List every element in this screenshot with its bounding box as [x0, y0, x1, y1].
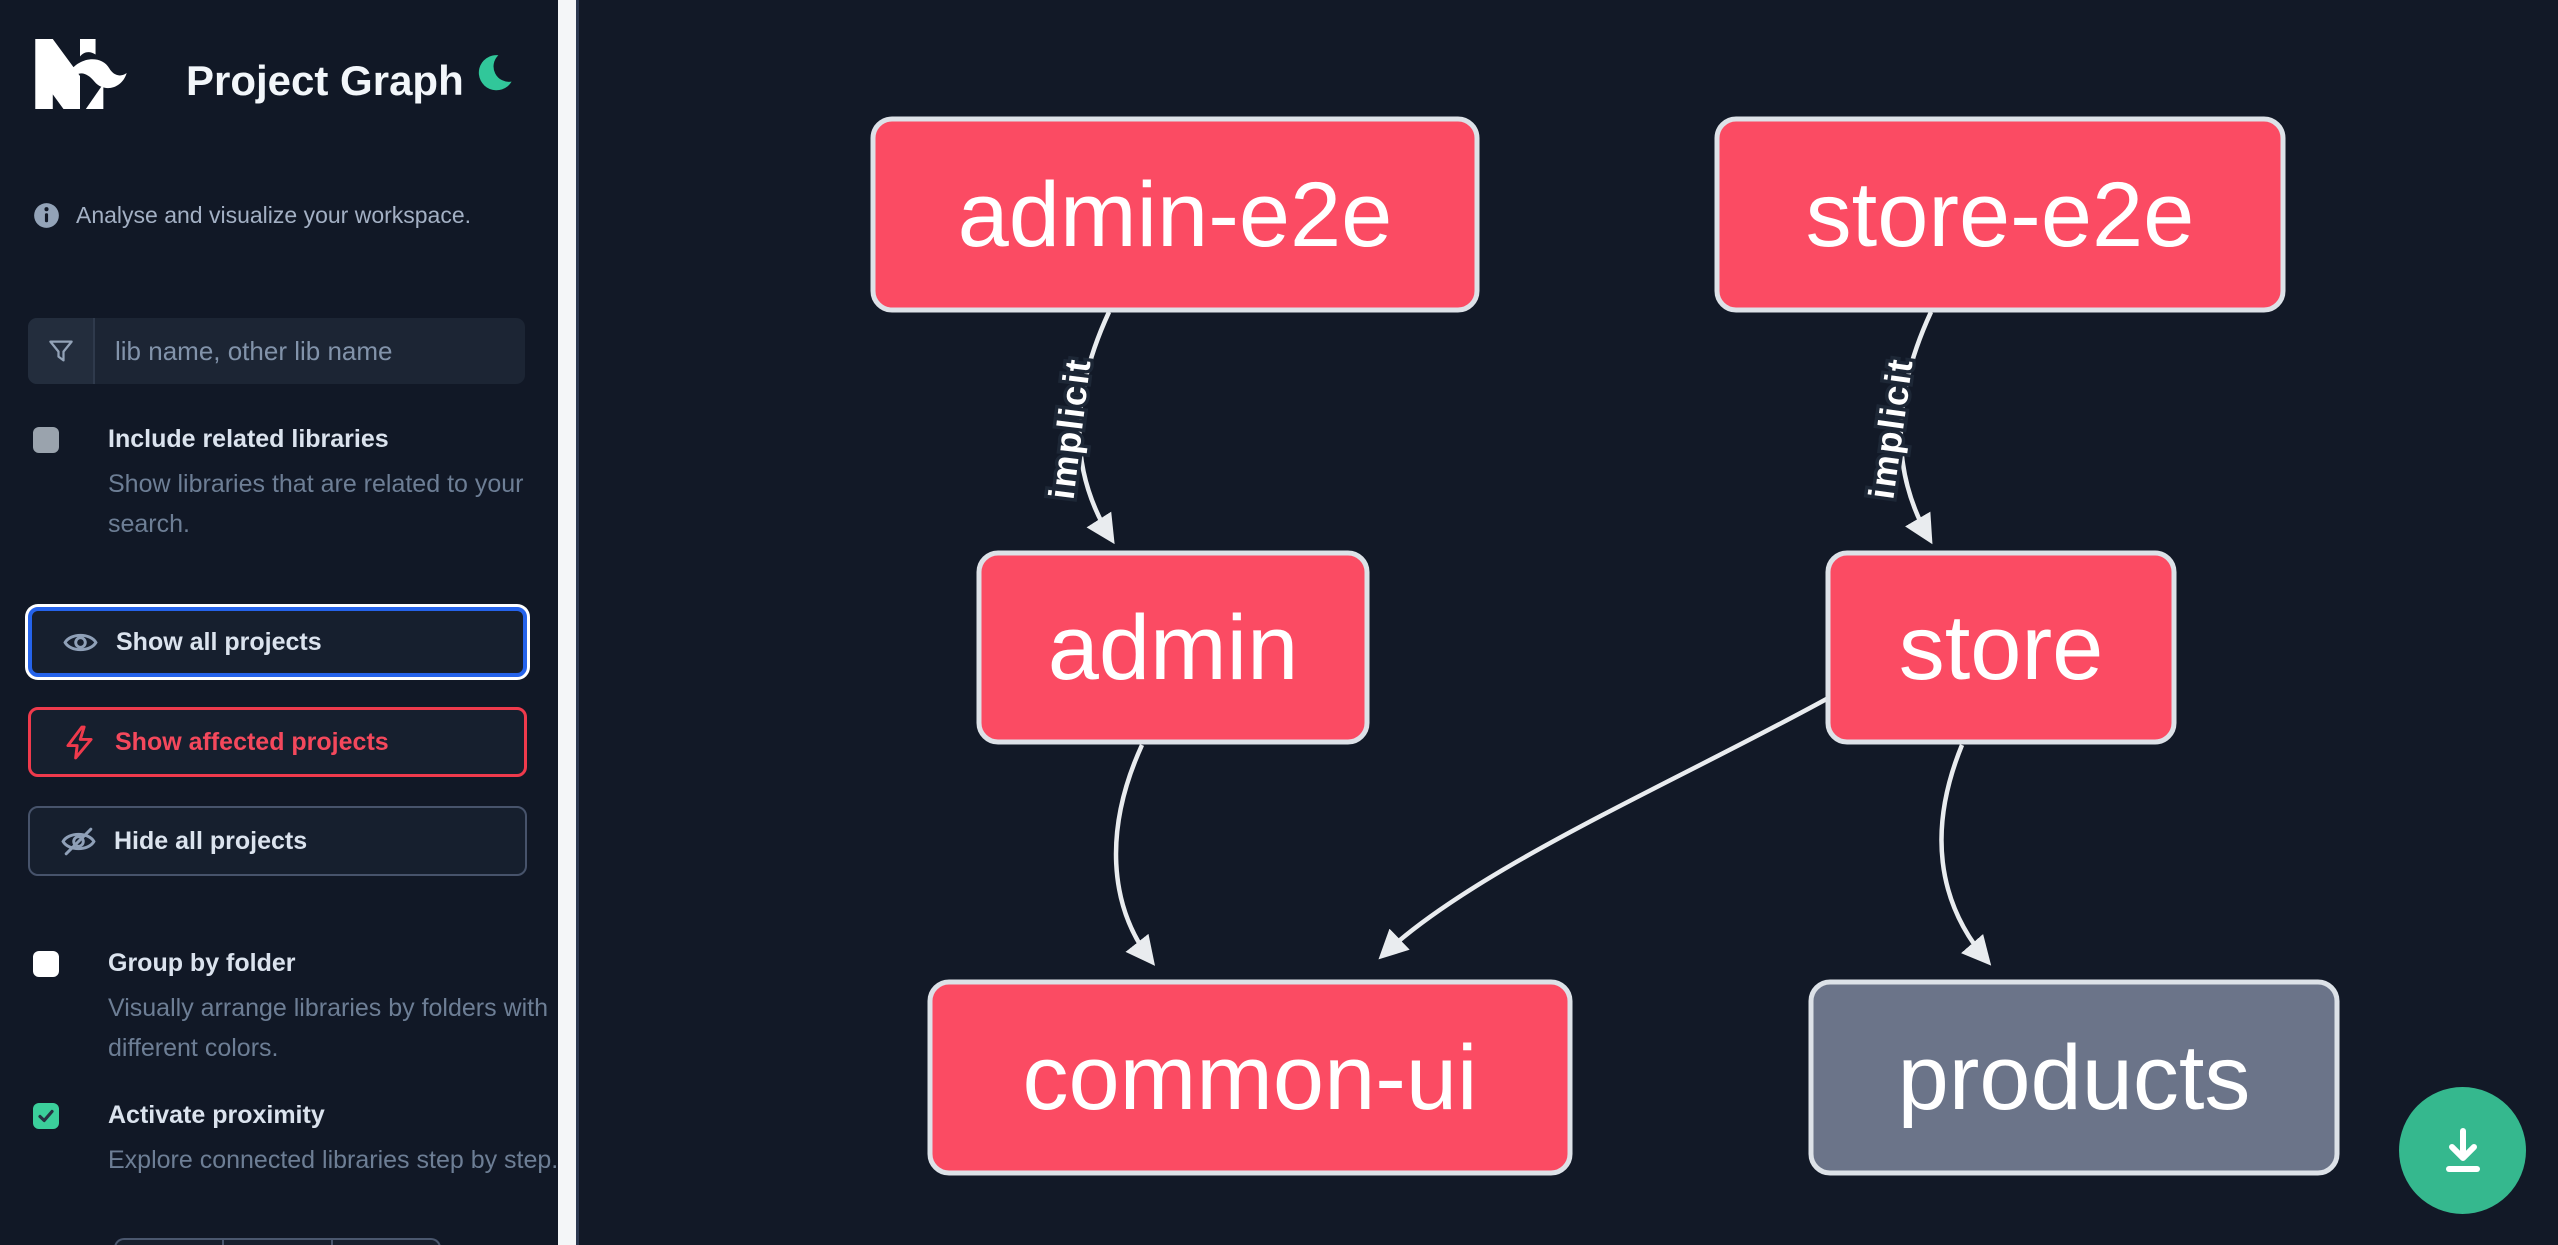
checkbox-activate-proximity[interactable] [33, 1103, 59, 1129]
node-store-box[interactable] [1825, 550, 2177, 745]
download-icon [2445, 1127, 2480, 1172]
hide-all-projects-button[interactable]: Hide all projects [28, 806, 527, 876]
node-common-ui[interactable]: common-ui [927, 979, 1573, 1176]
show-all-projects-label: Show all projects [116, 627, 322, 656]
moon-icon [478, 55, 512, 91]
filter-icon [48, 340, 73, 362]
check-icon [38, 1109, 54, 1123]
edge-store-to-products [1939, 744, 1992, 966]
node-products-label: products [1898, 1027, 2251, 1129]
node-admin-e2e-box[interactable] [870, 116, 1480, 313]
filter-icon-cell [28, 318, 95, 384]
search-box [28, 318, 525, 384]
sidebar-divider [576, 0, 579, 1245]
sidebar-scrollbar[interactable] [558, 0, 576, 1245]
toggle-activate-proximity-description: Explore connected libraries step by step… [108, 1146, 559, 1174]
checkbox-include-related[interactable] [33, 427, 59, 453]
edge-store-to-common-ui [1378, 694, 1834, 960]
node-store-e2e[interactable]: store-e2e [1714, 116, 2286, 313]
node-store-e2e-box[interactable] [1714, 116, 2286, 313]
toggle-group-by-folder-description: Visually arrange libraries by folders wi… [108, 994, 549, 1062]
checkbox-group-by-folder[interactable] [33, 951, 59, 977]
edge-label-implicit-left: implicit [1041, 355, 1099, 501]
node-products-box[interactable] [1808, 979, 2340, 1176]
app-title: Project Graph [186, 57, 464, 104]
graph-canvas[interactable]: implicit implicit admin-e2e store-e2e ad… [579, 0, 2558, 1245]
show-affected-projects-label: Show affected projects [115, 727, 389, 756]
node-common-ui-label: common-ui [1022, 1027, 1477, 1129]
workspace-info: Analyse and visualize your workspace. [33, 202, 471, 229]
toggle-group-by-folder: Group by folder Visually arrange librari… [33, 949, 548, 1068]
node-common-ui-box[interactable] [927, 979, 1573, 1176]
toggle-include-related-description: Show libraries that are related to your … [108, 470, 524, 538]
node-store-label: store [1899, 597, 2104, 699]
segmented-option-2[interactable] [222, 1240, 330, 1245]
node-admin-e2e[interactable]: admin-e2e [870, 116, 1480, 313]
nx-logo-icon [35, 39, 127, 109]
download-image-button[interactable] [2399, 1087, 2526, 1214]
node-admin-box[interactable] [976, 550, 1370, 745]
toggle-include-related-label: Include related libraries [108, 425, 389, 453]
sidebar: Project Graph Analyse and visualize your… [0, 0, 558, 1245]
theme-toggle-button[interactable] [474, 53, 514, 97]
node-admin[interactable]: admin [976, 550, 1370, 745]
show-all-projects-button[interactable]: Show all projects [28, 607, 527, 677]
edge-admin-e2e-to-admin [1077, 311, 1115, 545]
edge-store-e2e-to-store [1898, 311, 1934, 545]
eye-icon [63, 633, 98, 651]
dependency-graph: implicit implicit admin-e2e store-e2e ad… [870, 116, 2340, 1176]
hide-all-projects-label: Hide all projects [114, 826, 308, 855]
edge-label-implicit-right: implicit [1860, 355, 1920, 501]
node-admin-e2e-label: admin-e2e [958, 164, 1393, 266]
toggle-include-related: Include related libraries Show libraries… [33, 425, 525, 544]
lightning-icon [66, 725, 93, 759]
search-input[interactable] [95, 318, 525, 384]
toggle-activate-proximity-label: Activate proximity [108, 1101, 325, 1129]
eye-off-icon [61, 827, 96, 855]
node-products[interactable]: products [1808, 979, 2340, 1176]
node-store-e2e-label: store-e2e [1806, 164, 2195, 266]
info-icon [34, 203, 59, 228]
node-store[interactable]: store [1825, 550, 2177, 745]
segmented-option-3[interactable] [330, 1240, 439, 1245]
toggle-activate-proximity: Activate proximity Explore connected lib… [33, 1101, 558, 1180]
segmented-option-1[interactable] [116, 1240, 222, 1245]
workspace-info-text: Analyse and visualize your workspace. [76, 202, 472, 228]
show-affected-projects-button[interactable]: Show affected projects [28, 707, 527, 777]
proximity-depth-segmented-control [114, 1238, 441, 1245]
toggle-group-by-folder-label: Group by folder [108, 949, 296, 977]
edge-admin-to-common-ui [1113, 744, 1156, 966]
node-admin-label: admin [1048, 597, 1299, 699]
